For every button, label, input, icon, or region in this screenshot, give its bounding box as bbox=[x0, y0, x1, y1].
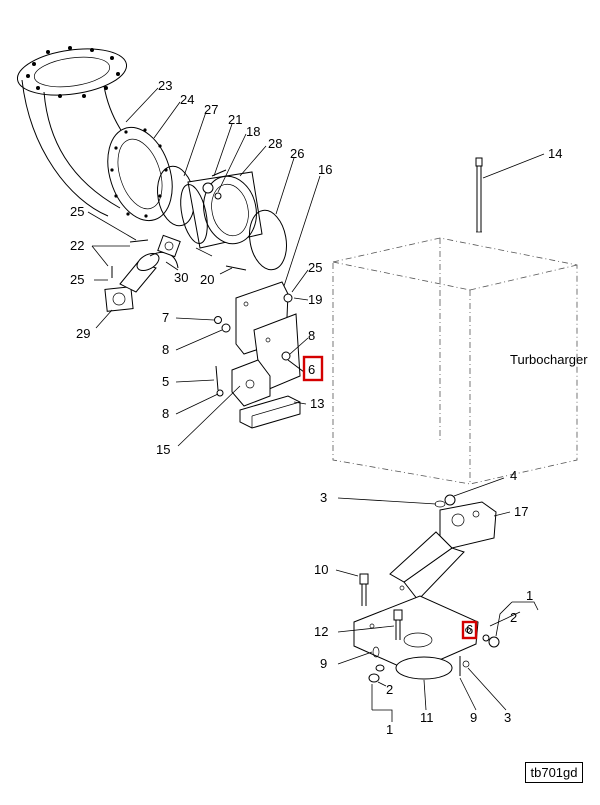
foot-plate-part bbox=[395, 656, 453, 680]
callout-25-b: 25 bbox=[70, 272, 84, 287]
callout-9-right: 9 bbox=[470, 710, 477, 725]
small-pipe-fitting-part bbox=[104, 234, 181, 312]
callout-4: 4 bbox=[510, 468, 517, 483]
mount-block-part bbox=[231, 359, 271, 407]
callout-18: 18 bbox=[246, 124, 260, 139]
callout-27: 27 bbox=[204, 102, 218, 117]
bolt-part-5 bbox=[215, 365, 219, 391]
callout-25-a: 25 bbox=[70, 204, 84, 219]
turbine-housing-part bbox=[180, 171, 263, 257]
callout-23: 23 bbox=[158, 78, 172, 93]
callout-24: 24 bbox=[180, 92, 194, 107]
nut-part-7 bbox=[214, 316, 222, 324]
support-bracket-part bbox=[353, 501, 497, 673]
cap-nut-part-right bbox=[482, 634, 500, 648]
callout-30: 30 bbox=[174, 270, 188, 285]
dowel-part-9-left bbox=[372, 646, 380, 658]
shim-block-part bbox=[239, 395, 301, 429]
cap-nut-part-bottom bbox=[368, 664, 385, 683]
callout-26: 26 bbox=[290, 146, 304, 161]
callout-6-small: 6 bbox=[466, 622, 473, 637]
callout-6: 6 bbox=[308, 362, 315, 377]
dowel-part-3-upper bbox=[434, 500, 446, 508]
washer-part-8a bbox=[221, 323, 231, 333]
callout-2-bottom: 2 bbox=[386, 682, 393, 697]
callout-17: 17 bbox=[514, 504, 528, 519]
callout-7: 7 bbox=[162, 310, 169, 325]
washer-part-4 bbox=[444, 494, 456, 506]
callout-1-right: 1 bbox=[526, 588, 533, 603]
callout-14: 14 bbox=[548, 146, 562, 161]
figure-id-label: tb701gd bbox=[525, 762, 583, 783]
callout-8-c: 8 bbox=[162, 406, 169, 421]
callout-10: 10 bbox=[314, 562, 328, 577]
dowel-part-3-lower bbox=[462, 660, 470, 668]
callout-labels: 23 24 27 21 18 28 26 16 25 22 25 29 30 2… bbox=[70, 78, 562, 737]
callout-3-upper: 3 bbox=[320, 490, 327, 505]
callout-11: 11 bbox=[420, 710, 434, 725]
callout-3-lower: 3 bbox=[504, 710, 511, 725]
bolt-part-20 bbox=[225, 265, 247, 271]
callout-25-c: 25 bbox=[308, 260, 322, 275]
callout-20: 20 bbox=[200, 272, 214, 287]
callout-19: 19 bbox=[308, 292, 322, 307]
callout-8-a: 8 bbox=[162, 342, 169, 357]
bolt-part-6 bbox=[287, 359, 305, 373]
bolt-part-12 bbox=[393, 609, 403, 640]
turbocharger-label: Turbocharger bbox=[510, 352, 588, 367]
callout-28: 28 bbox=[268, 136, 282, 151]
flange-part bbox=[107, 126, 173, 222]
callout-22: 22 bbox=[70, 238, 84, 253]
gasket-disc-part bbox=[249, 209, 287, 271]
nut-part-19 bbox=[283, 293, 293, 303]
callout-12: 12 bbox=[314, 624, 328, 639]
callout-5: 5 bbox=[162, 374, 169, 389]
callout-29: 29 bbox=[76, 326, 90, 341]
callout-1-bottom: 1 bbox=[386, 722, 393, 737]
washer-part-8b bbox=[281, 351, 291, 361]
callout-13: 13 bbox=[310, 396, 324, 411]
elbow-pipe-part bbox=[16, 46, 161, 217]
bolt-part-10 bbox=[359, 573, 369, 606]
turbocharger-phantom-outline bbox=[332, 237, 578, 485]
leader-lines bbox=[87, 87, 545, 722]
callout-8-b: 8 bbox=[308, 328, 315, 343]
long-stud-part bbox=[475, 157, 483, 233]
callout-2-right: 2 bbox=[510, 610, 517, 625]
callout-15: 15 bbox=[156, 442, 170, 457]
callout-16: 16 bbox=[318, 162, 332, 177]
callout-9-left: 9 bbox=[320, 656, 327, 671]
washer-part-8c bbox=[216, 389, 224, 397]
highlight-box-6-small bbox=[461, 620, 478, 640]
highlight-box-6 bbox=[302, 355, 324, 382]
callout-21: 21 bbox=[228, 112, 242, 127]
